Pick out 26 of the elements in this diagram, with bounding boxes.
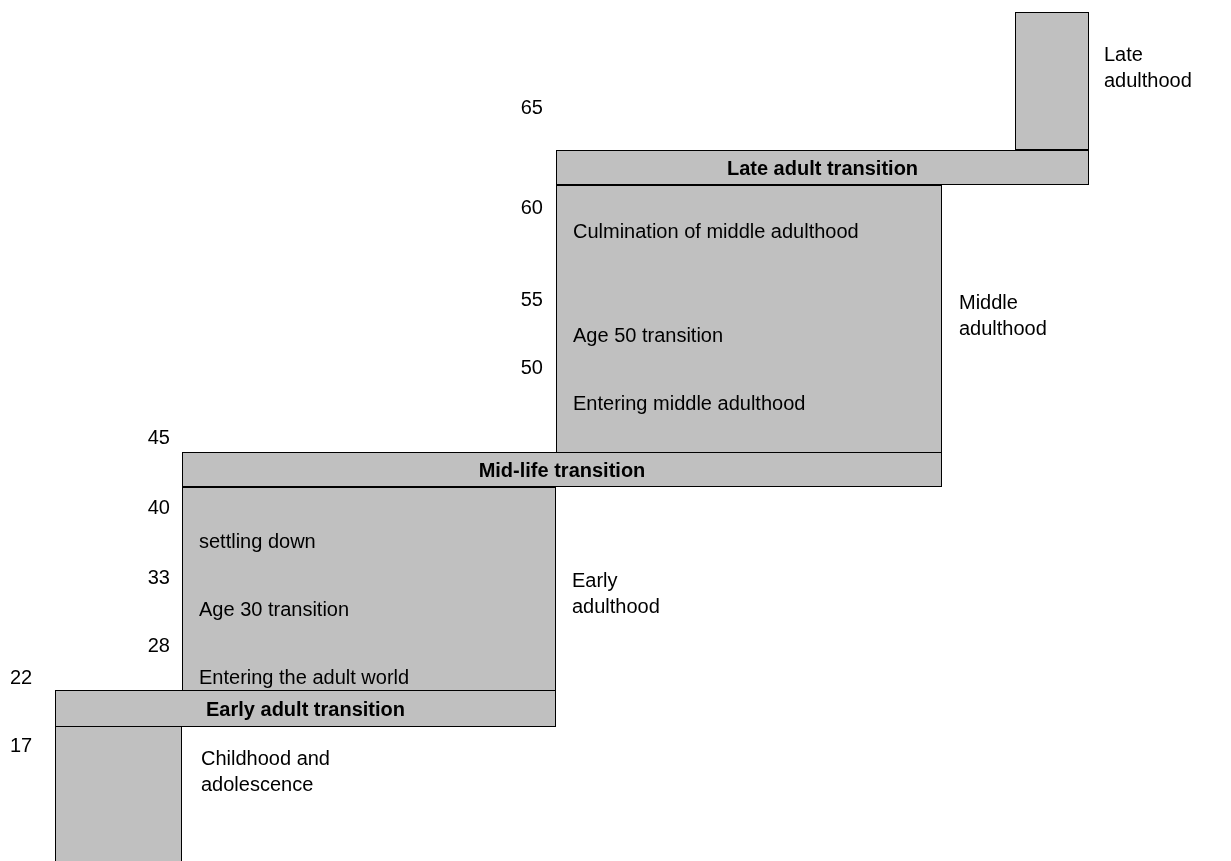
era-label: Early adulthood (572, 568, 661, 619)
age-label: 65 (519, 96, 543, 119)
transition-bar (55, 690, 556, 727)
age-label: 40 (146, 496, 170, 519)
era-label: Childhood and adolescence (201, 746, 331, 797)
transition-bar (182, 452, 942, 487)
transition-label: Mid-life transition (477, 458, 647, 481)
era-label: Middle adulthood (959, 290, 1048, 341)
period-label: Entering middle adulthood (573, 392, 807, 415)
period-label: settling down (199, 530, 317, 553)
age-label: 17 (9, 734, 34, 757)
age-label: 60 (519, 196, 543, 219)
age-label: 22 (9, 666, 34, 689)
transition-label: Late adult transition (725, 156, 920, 179)
transition-bar (556, 150, 1089, 185)
era-label: Late adulthood (1104, 42, 1193, 93)
age-label: 50 (519, 356, 543, 379)
age-label: 45 (146, 426, 170, 449)
age-label: 28 (146, 634, 170, 657)
transition-label: Early adult transition (205, 697, 406, 720)
period-label: Culmination of middle adulthood (573, 220, 860, 243)
period-label: Age 50 transition (573, 324, 725, 347)
age-label: 55 (519, 288, 543, 311)
age-label: 33 (146, 566, 170, 589)
period-label: Entering the adult world (199, 666, 411, 689)
period-label: Age 30 transition (199, 598, 351, 621)
